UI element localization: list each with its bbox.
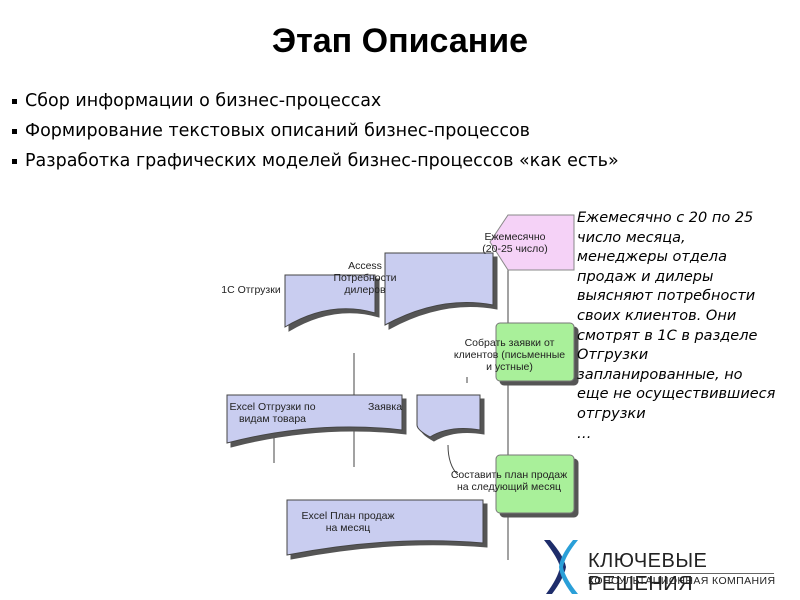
- logo-divider: [588, 573, 774, 574]
- access-label: Access Потребности дилеров: [333, 260, 397, 296]
- document-shape-excel-shipments: [226, 394, 403, 444]
- function-shape-collect: [495, 322, 575, 382]
- logo-subtitle: КОНСУЛЬТАЦИОННАЯ КОМПАНИЯ: [588, 575, 776, 587]
- bullet-item: Разработка графических моделей бизнес-пр…: [12, 146, 619, 176]
- event-label: Ежемесячно (20-25 число): [482, 231, 548, 255]
- function-collect-label: Собрать заявки от клиентов (письменные и…: [453, 337, 566, 373]
- bullet-marker: [12, 98, 17, 104]
- process-note: Ежемесячно с 20 по 25 число месяца, мене…: [577, 210, 776, 442]
- logo-name: КЛЮЧЕВЫЕ РЕШЕНИЯ: [588, 550, 708, 595]
- slide-title: Этап Описание: [271, 22, 529, 60]
- document-shape-access: [384, 252, 494, 326]
- function-plan-label: Составить план продаж на следующий месяц: [450, 469, 568, 493]
- diagram-graphics: [226, 214, 575, 560]
- bullet-text: Формирование текстовых описаний бизнес-п…: [25, 121, 530, 141]
- bullet-marker: [12, 158, 17, 164]
- document-shape-excel-plan: [286, 499, 484, 556]
- logo-mark-icon: [544, 540, 578, 594]
- bullet-text: Сбор информации о бизнес-процессах: [25, 91, 382, 111]
- process-diagram: Ежемесячно (20-25 число) Access Потребно…: [190, 205, 590, 575]
- document-shape-request: [416, 394, 481, 438]
- onec-label: 1С Отгрузки: [221, 284, 281, 296]
- bullet-text: Разработка графических моделей бизнес-пр…: [25, 151, 619, 171]
- excel-plan-label: Excel План продаж на месяц: [301, 510, 395, 534]
- company-logo: КЛЮЧЕВЫЕ РЕШЕНИЯ КОНСУЛЬТАЦИОННАЯ КОМПАН…: [538, 538, 788, 596]
- excel-shipments-label: Excel Отгрузки по видам товара: [229, 401, 316, 425]
- request-label: Заявка: [367, 401, 403, 413]
- bullet-marker: [12, 128, 17, 134]
- connector-line: [447, 444, 459, 476]
- function-shape-plan: [495, 454, 575, 514]
- bullet-item: Формирование текстовых описаний бизнес-п…: [12, 116, 619, 146]
- bullet-item: Сбор информации о бизнес-процессах: [12, 86, 619, 116]
- event-shape: [489, 214, 575, 271]
- bullet-list: Сбор информации о бизнес-процессах Форми…: [12, 86, 619, 176]
- document-shape-1c: [284, 274, 376, 328]
